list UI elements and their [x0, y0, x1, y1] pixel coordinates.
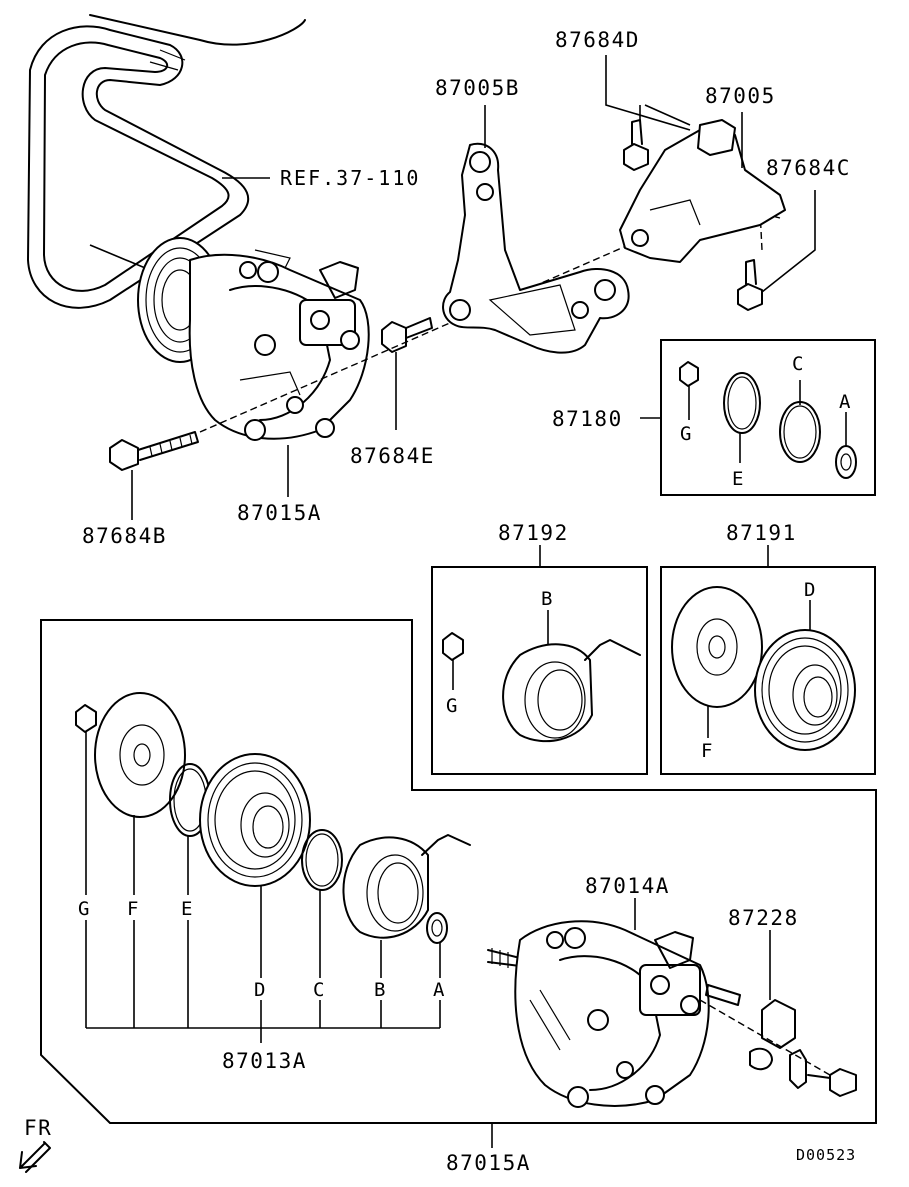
label-87005B: 87005B — [435, 76, 520, 100]
label-87015A-bottom: 87015A — [446, 1151, 531, 1175]
svg-text:A: A — [839, 391, 851, 413]
letter-F-bottom: F — [127, 898, 139, 920]
box-87180 — [660, 339, 876, 496]
label-87015A-top: 87015A — [237, 501, 322, 525]
svg-text:G: G — [446, 695, 458, 717]
letter-B-bottom: B — [374, 979, 386, 1001]
label-87684D: 87684D — [555, 28, 640, 52]
diagram-code: D00523 — [796, 1146, 856, 1164]
compressor-top — [137, 237, 370, 441]
letter-C-bottom: C — [313, 979, 325, 1001]
clutch-kit-87013A — [75, 692, 471, 944]
label-87228: 87228 — [728, 906, 799, 930]
label-87014A: 87014A — [585, 874, 670, 898]
leader-87684D-3 — [644, 104, 691, 126]
letter-G-bottom: G — [78, 898, 90, 920]
label-87684C: 87684C — [766, 156, 851, 180]
label-87005: 87005 — [705, 84, 776, 108]
ref-label: REF.37-110 — [280, 166, 420, 190]
svg-text:G: G — [680, 423, 692, 445]
front-arrow-icon — [19, 1141, 51, 1173]
alignment-line-1 — [199, 239, 641, 433]
label-87684B: 87684B — [82, 524, 167, 548]
svg-text:F: F — [701, 740, 713, 762]
kit-87192-parts: G B — [442, 588, 641, 743]
label-87013A: 87013A — [222, 1049, 307, 1073]
label-87191: 87191 — [726, 521, 797, 545]
letter-E-bottom: E — [181, 898, 193, 920]
label-87684E: 87684E — [350, 444, 435, 468]
bracket-87005B — [442, 142, 630, 354]
label-87180: 87180 — [552, 407, 623, 431]
bracket-87005 — [619, 119, 786, 263]
kit-87013A-leaders — [85, 732, 441, 1043]
svg-text:E: E — [732, 468, 744, 490]
drive-belt — [27, 14, 306, 309]
svg-text:B: B — [541, 588, 553, 610]
letter-A-bottom: A — [433, 979, 445, 1001]
switch-87228 — [705, 984, 857, 1097]
letter-D-bottom: D — [254, 979, 266, 1001]
leader-87684C — [761, 190, 816, 293]
bolt-87684B — [109, 431, 199, 471]
leader-87684D — [605, 55, 691, 131]
svg-text:D: D — [804, 579, 816, 601]
kit-87191-parts: F D — [671, 579, 856, 762]
bolt-87684D — [623, 119, 649, 171]
belt-leader — [89, 244, 151, 271]
compressor-bottom-87014A — [487, 920, 710, 1108]
kit-87180-parts: G E C A — [679, 353, 857, 490]
bolt-87684E — [381, 317, 433, 353]
alignment-line-4 — [699, 999, 831, 1076]
box-87015A — [40, 619, 877, 1124]
bolt-87684C — [737, 259, 763, 311]
fr-label: FR — [24, 1116, 52, 1140]
label-87192: 87192 — [498, 521, 569, 545]
svg-text:C: C — [792, 353, 804, 375]
